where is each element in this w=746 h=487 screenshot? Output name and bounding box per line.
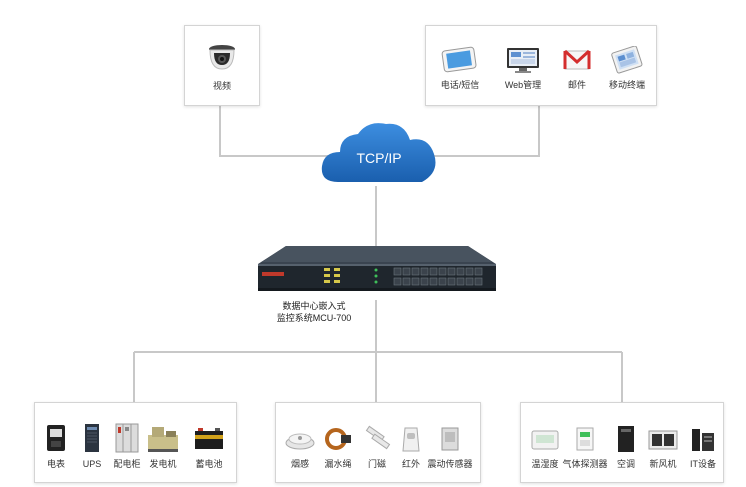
it-equipment-label: IT设备 xyxy=(690,459,716,469)
water-leak-rope-icon xyxy=(325,428,351,450)
it-equipment-item: IT设备 xyxy=(685,425,721,470)
remote-access-box: 电话/短信 Web管理 邮件 xyxy=(425,25,657,106)
mobile-terminal-label: 移动终端 xyxy=(608,80,645,90)
dome-camera-icon xyxy=(209,45,235,70)
vibration-sensor-icon xyxy=(441,427,459,451)
door-magnet-item: 门磁 xyxy=(362,425,392,470)
mail-envelope-icon xyxy=(563,49,591,70)
power-box: 电表 UPS 配电柜 xyxy=(34,402,237,483)
air-conditioner-icon xyxy=(618,426,634,452)
ups-item: UPS xyxy=(77,423,107,470)
smoke-detector-label: 烟感 xyxy=(290,459,309,469)
device-label-line2: 监控系统MCU-700 xyxy=(276,313,352,323)
ups-label: UPS xyxy=(82,459,102,469)
phone-sms-label: 电话/短信 xyxy=(440,80,480,90)
electric-meter-icon xyxy=(47,425,65,451)
electric-meter-item: 电表 xyxy=(41,423,71,470)
video-label: 视频 xyxy=(212,81,231,91)
video-item: 视频 xyxy=(185,41,259,92)
vibration-sensor-label: 震动传感器 xyxy=(427,459,473,469)
generator-label: 发电机 xyxy=(149,459,177,469)
ups-icon xyxy=(85,424,99,452)
cloud-icon xyxy=(321,123,436,182)
infrared-label: 红外 xyxy=(401,459,420,469)
door-magnet-label: 门磁 xyxy=(367,459,386,469)
line-remote-to-cloud xyxy=(430,104,540,157)
electric-meter-label: 电表 xyxy=(46,459,65,469)
device-label-line1: 数据中心嵌入式 xyxy=(282,301,346,311)
tcp-ip-cloud: TCP/IP xyxy=(318,118,440,188)
infrared-item: 红外 xyxy=(396,425,426,470)
monitor-web-icon xyxy=(507,48,539,73)
phone-sms-item: 电话/短信 xyxy=(436,46,484,91)
security-box: 烟感 漏水绳 门磁 红外 xyxy=(275,402,481,483)
vibration-sensor-item: 震动传感器 xyxy=(424,425,476,470)
web-mgmt-label: Web管理 xyxy=(504,80,542,90)
distribution-cabinet-item: 配电柜 xyxy=(111,423,143,470)
distribution-cabinet-label: 配电柜 xyxy=(113,459,141,469)
fresh-air-label: 新风机 xyxy=(649,459,677,469)
smoke-detector-icon xyxy=(285,433,315,450)
air-conditioner-item: 空调 xyxy=(611,425,641,470)
web-mgmt-item: Web管理 xyxy=(496,46,550,91)
temp-humidity-label: 温湿度 xyxy=(531,459,559,469)
temp-humidity-item: 温湿度 xyxy=(527,425,563,470)
mobile-terminal-icon xyxy=(611,46,643,74)
generator-item: 发电机 xyxy=(145,423,181,470)
door-magnet-icon xyxy=(365,425,391,450)
tcp-ip-label: TCP/IP xyxy=(356,150,402,166)
device-label: 数据中心嵌入式 监控系统MCU-700 xyxy=(266,300,362,324)
battery-icon xyxy=(195,428,223,449)
gas-detector-item: 气体探测器 xyxy=(559,425,611,470)
mail-item: 邮件 xyxy=(556,46,598,91)
mail-label: 邮件 xyxy=(567,80,586,90)
smoke-detector-item: 烟感 xyxy=(282,425,318,470)
video-box: 视频 xyxy=(184,25,260,106)
mobile-terminal-item: 移动终端 xyxy=(604,46,650,91)
water-leak-item: 漏水绳 xyxy=(320,425,356,470)
temp-humidity-icon xyxy=(531,430,559,450)
infrared-sensor-icon xyxy=(402,427,420,452)
battery-item: 蓄电池 xyxy=(191,423,227,470)
line-video-to-cloud xyxy=(219,104,330,157)
gas-detector-icon xyxy=(576,427,594,451)
distribution-cabinet-icon xyxy=(115,423,139,453)
battery-label: 蓄电池 xyxy=(195,459,223,469)
fresh-air-item: 新风机 xyxy=(643,425,683,470)
gas-detector-label: 气体探测器 xyxy=(562,459,608,469)
fresh-air-unit-icon xyxy=(648,430,678,450)
mcu-700-device xyxy=(258,246,496,291)
environment-box: 温湿度 气体探测器 空调 新风机 xyxy=(520,402,724,483)
tablet-phone-icon xyxy=(441,46,477,73)
generator-icon xyxy=(148,427,178,452)
water-leak-label: 漏水绳 xyxy=(324,459,352,469)
it-equipment-icon xyxy=(692,429,714,451)
air-conditioner-label: 空调 xyxy=(616,459,635,469)
